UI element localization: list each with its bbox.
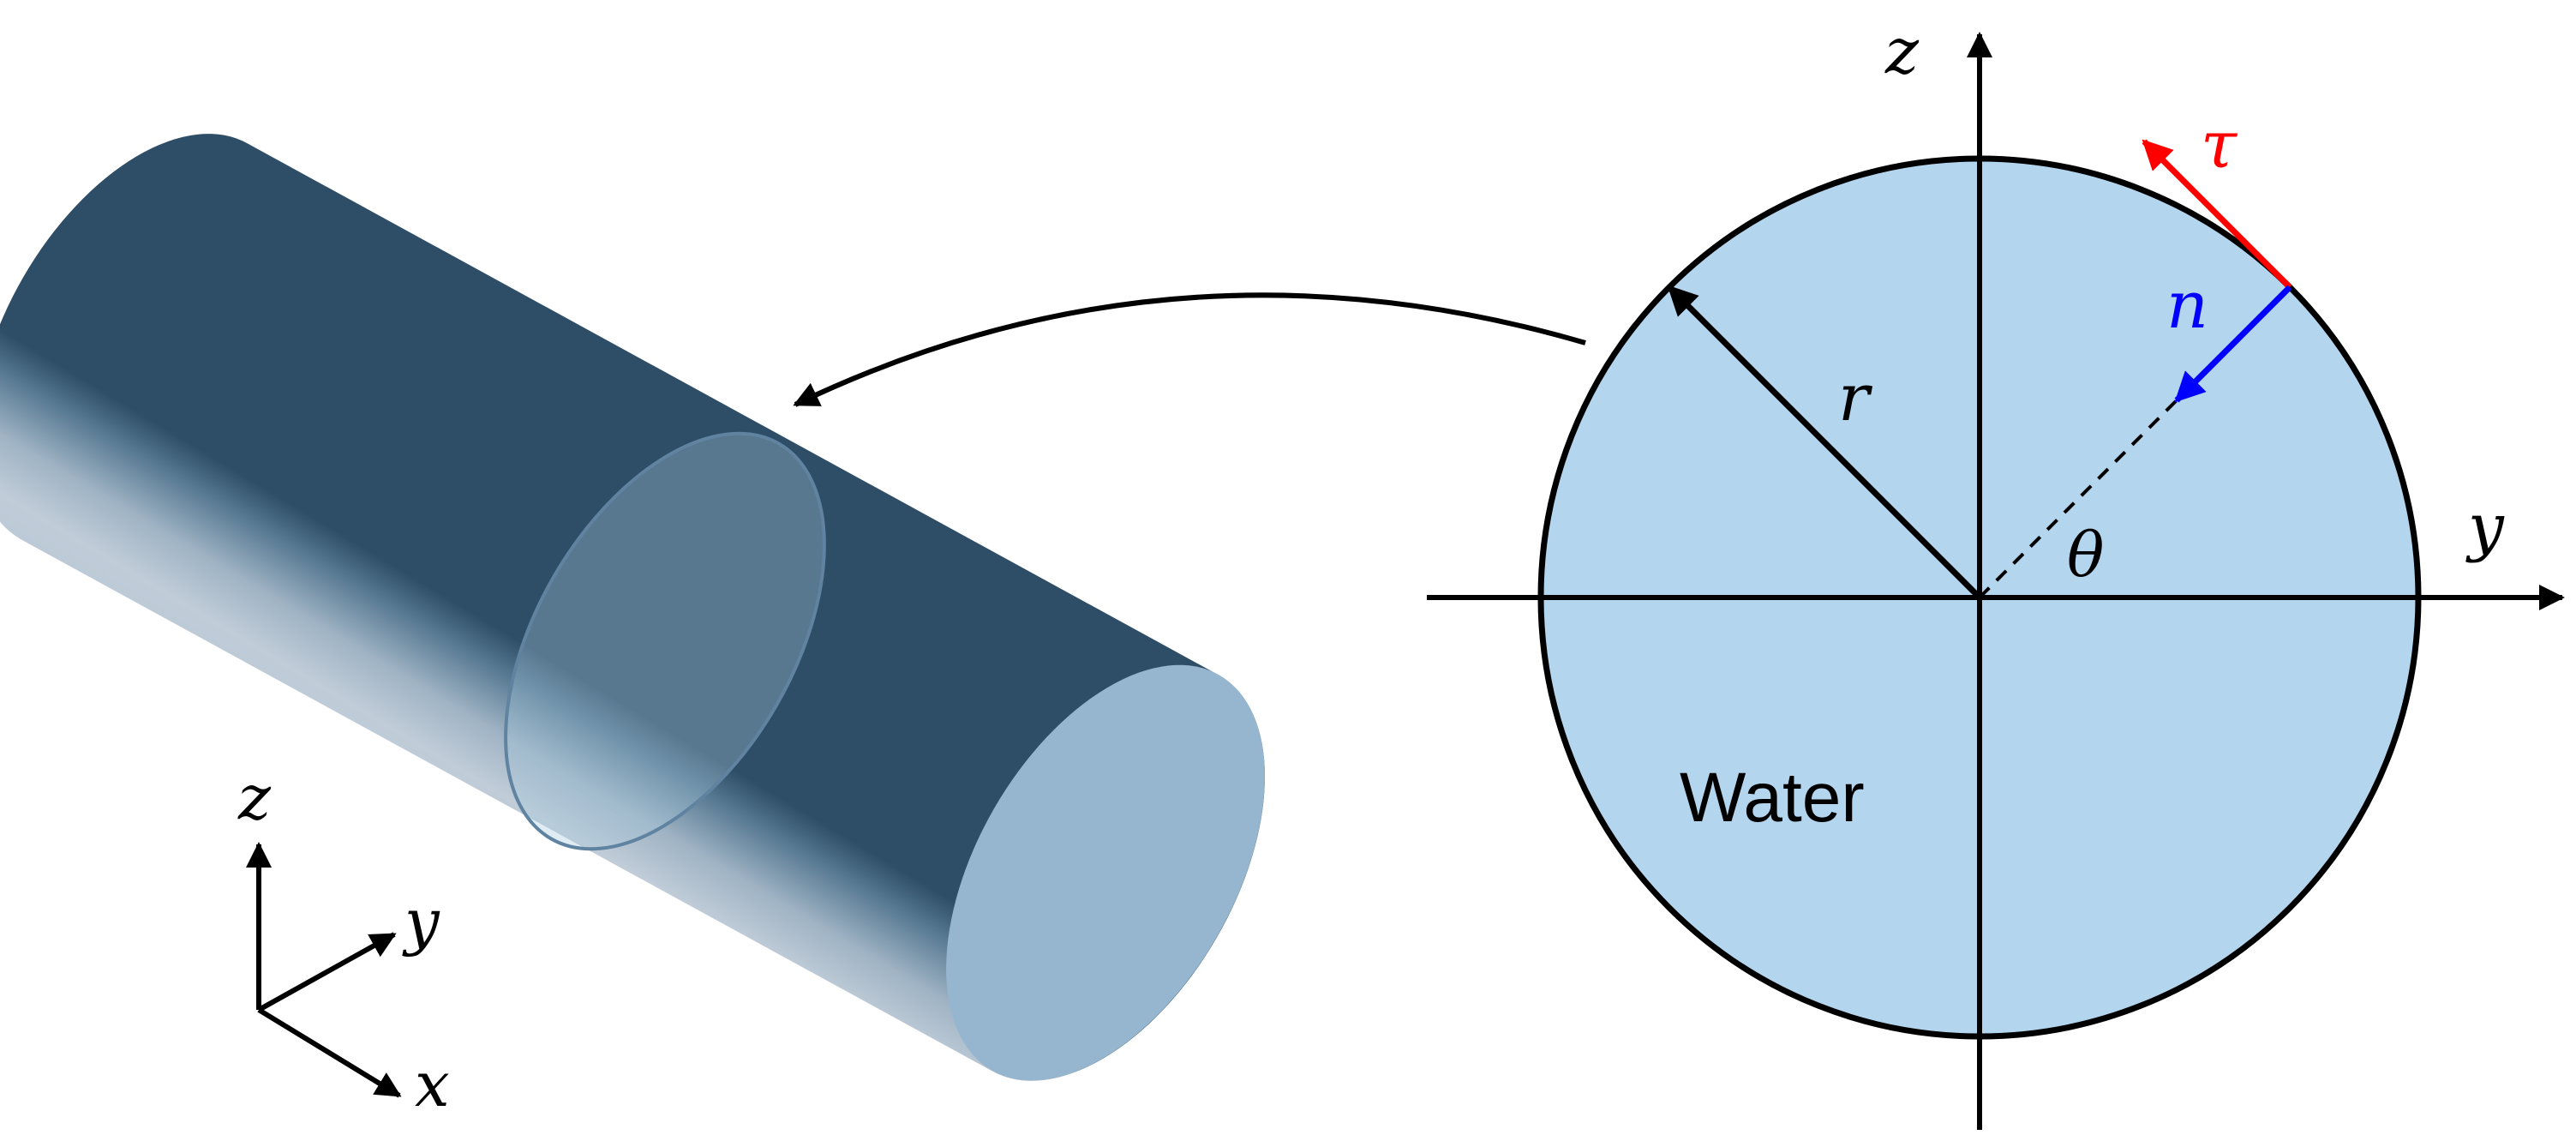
cylinder-end-face — [946, 664, 1265, 1081]
triad-y-label: y — [402, 886, 440, 958]
tangent-label: τ — [2201, 106, 2238, 183]
cross-section: z y r θ n τ Water — [1427, 15, 2565, 1130]
angle-label: θ — [2067, 519, 2104, 591]
triad-x-label: x — [415, 1048, 450, 1120]
cylinder-body — [0, 134, 1265, 1081]
y-axis-label: y — [2465, 490, 2505, 564]
coordinate-triad: z y x — [237, 761, 450, 1120]
triad-z-label: z — [237, 761, 272, 833]
cross-section-ring — [504, 431, 826, 851]
cylinder-3d — [0, 134, 1265, 1081]
water-label: Water — [1680, 759, 1865, 837]
triad-x-arrow — [257, 1007, 402, 1098]
radius-arrow — [1667, 285, 1982, 600]
normal-label: n — [2166, 267, 2208, 343]
triad-y-arrow — [257, 932, 397, 1012]
z-axis-label: z — [1884, 15, 1920, 88]
tangent-vector — [2142, 139, 2292, 290]
connector-arrow — [793, 292, 1586, 407]
radius-label: r — [1838, 359, 1873, 435]
normal-vector — [2174, 285, 2292, 403]
